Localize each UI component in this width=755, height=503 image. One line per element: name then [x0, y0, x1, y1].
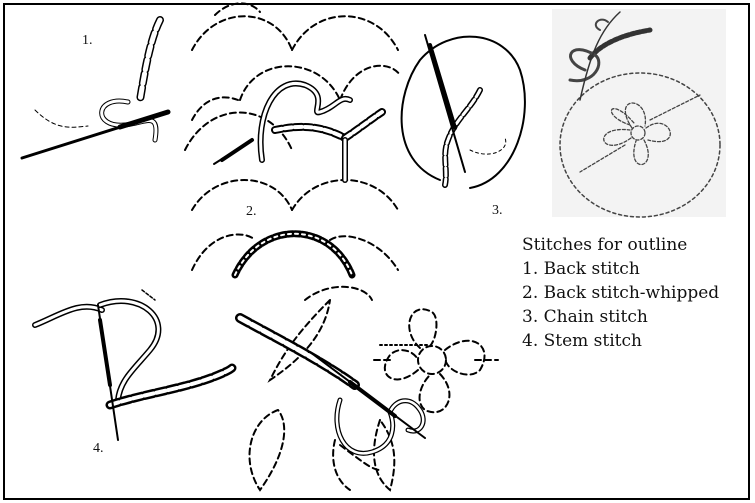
legend-item-back-stitch-whipped: 2. Back stitch-whipped	[522, 281, 719, 305]
chain-stitch-flower-illustration	[560, 12, 720, 217]
legend-item-stem-stitch: 4. Stem stitch	[522, 329, 719, 353]
diagram-number-2: 2.	[246, 204, 257, 220]
diagram-number-3: 3.	[492, 203, 503, 219]
diagram-number-1: 1.	[82, 33, 93, 49]
legend-title: Stitches for outline	[522, 233, 719, 257]
stitch-legend: Stitches for outline 1. Back stitch 2. B…	[522, 233, 719, 353]
stem-stitch-flower-illustration	[240, 287, 498, 490]
back-stitch-illustration	[22, 20, 168, 158]
back-stitch-whipped-illustration	[185, 3, 400, 270]
diagram-number-4: 4.	[93, 441, 104, 457]
stem-stitch-illustration	[35, 290, 232, 440]
legend-item-chain-stitch: 3. Chain stitch	[522, 305, 719, 329]
legend-item-back-stitch: 1. Back stitch	[522, 257, 719, 281]
chain-stitch-illustration	[402, 35, 525, 188]
